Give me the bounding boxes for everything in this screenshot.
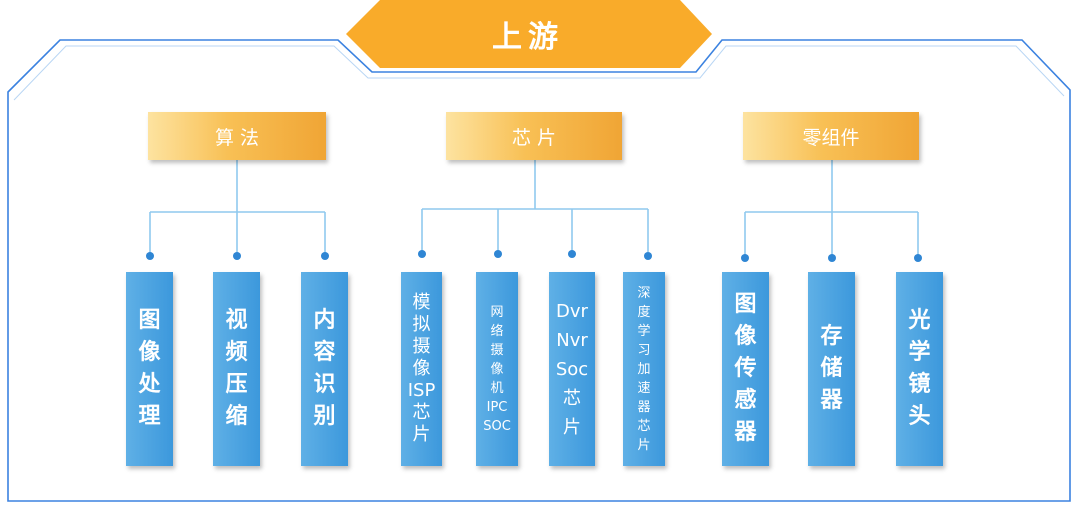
connectors-components — [744, 160, 919, 256]
node-label: 光 学 镜 头 — [908, 308, 931, 429]
connector-dot — [233, 252, 241, 260]
node-dvr-nvr-soc-chip: Dvr Nvr Soc 芯 片 — [549, 272, 595, 466]
connector-dot — [494, 250, 502, 258]
connector-dots — [146, 250, 922, 262]
banner-shape — [346, 0, 712, 68]
node-image-processing: 图 像 处 理 — [126, 272, 173, 466]
frame-inner-line — [13, 45, 1065, 101]
node-video-compression: 视 频 压 缩 — [213, 272, 260, 466]
category-algorithm: 算 法 — [148, 112, 326, 160]
node-label: 模 拟 摄 像 ISP 芯 片 — [407, 292, 436, 445]
connector-dot — [828, 254, 836, 262]
node-label: 图 像 处 理 — [138, 308, 161, 429]
node-memory: 存 储 器 — [808, 272, 855, 466]
node-optical-lens: 光 学 镜 头 — [896, 272, 943, 466]
category-chip: 芯 片 — [446, 112, 622, 160]
connector-dot — [146, 252, 154, 260]
node-label: 存 储 器 — [820, 324, 843, 413]
node-label: 深 度 学 习 加 速 器 芯 片 — [637, 285, 651, 453]
connector-dot — [741, 254, 749, 262]
connector-dot — [644, 252, 652, 260]
connectors-algorithm — [149, 160, 326, 254]
connectors-chip — [421, 160, 649, 252]
node-label: 图 像 传 感 器 — [734, 292, 757, 445]
connector-dot — [914, 254, 922, 262]
node-label: 内 容 识 别 — [313, 308, 336, 429]
node-network-camera-ipc-soc: 网 络 摄 像 机 IPC SOC — [476, 272, 518, 466]
connector-dot — [321, 252, 329, 260]
node-analog-camera-isp-chip: 模 拟 摄 像 ISP 芯 片 — [401, 272, 442, 466]
node-label: Dvr Nvr Soc 芯 片 — [555, 300, 589, 438]
frame-border — [7, 39, 1071, 502]
upstream-title: 上游 — [492, 20, 564, 55]
connector-dot — [568, 250, 576, 258]
node-label: 视 频 压 缩 — [225, 308, 248, 429]
node-content-recognition: 内 容 识 别 — [301, 272, 348, 466]
category-components: 零组件 — [743, 112, 919, 160]
node-deep-learning-accelerator-chip: 深 度 学 习 加 速 器 芯 片 — [623, 272, 665, 466]
node-image-sensor: 图 像 传 感 器 — [722, 272, 769, 466]
node-label: 网 络 摄 像 机 IPC SOC — [483, 304, 511, 434]
connector-dot — [418, 250, 426, 258]
